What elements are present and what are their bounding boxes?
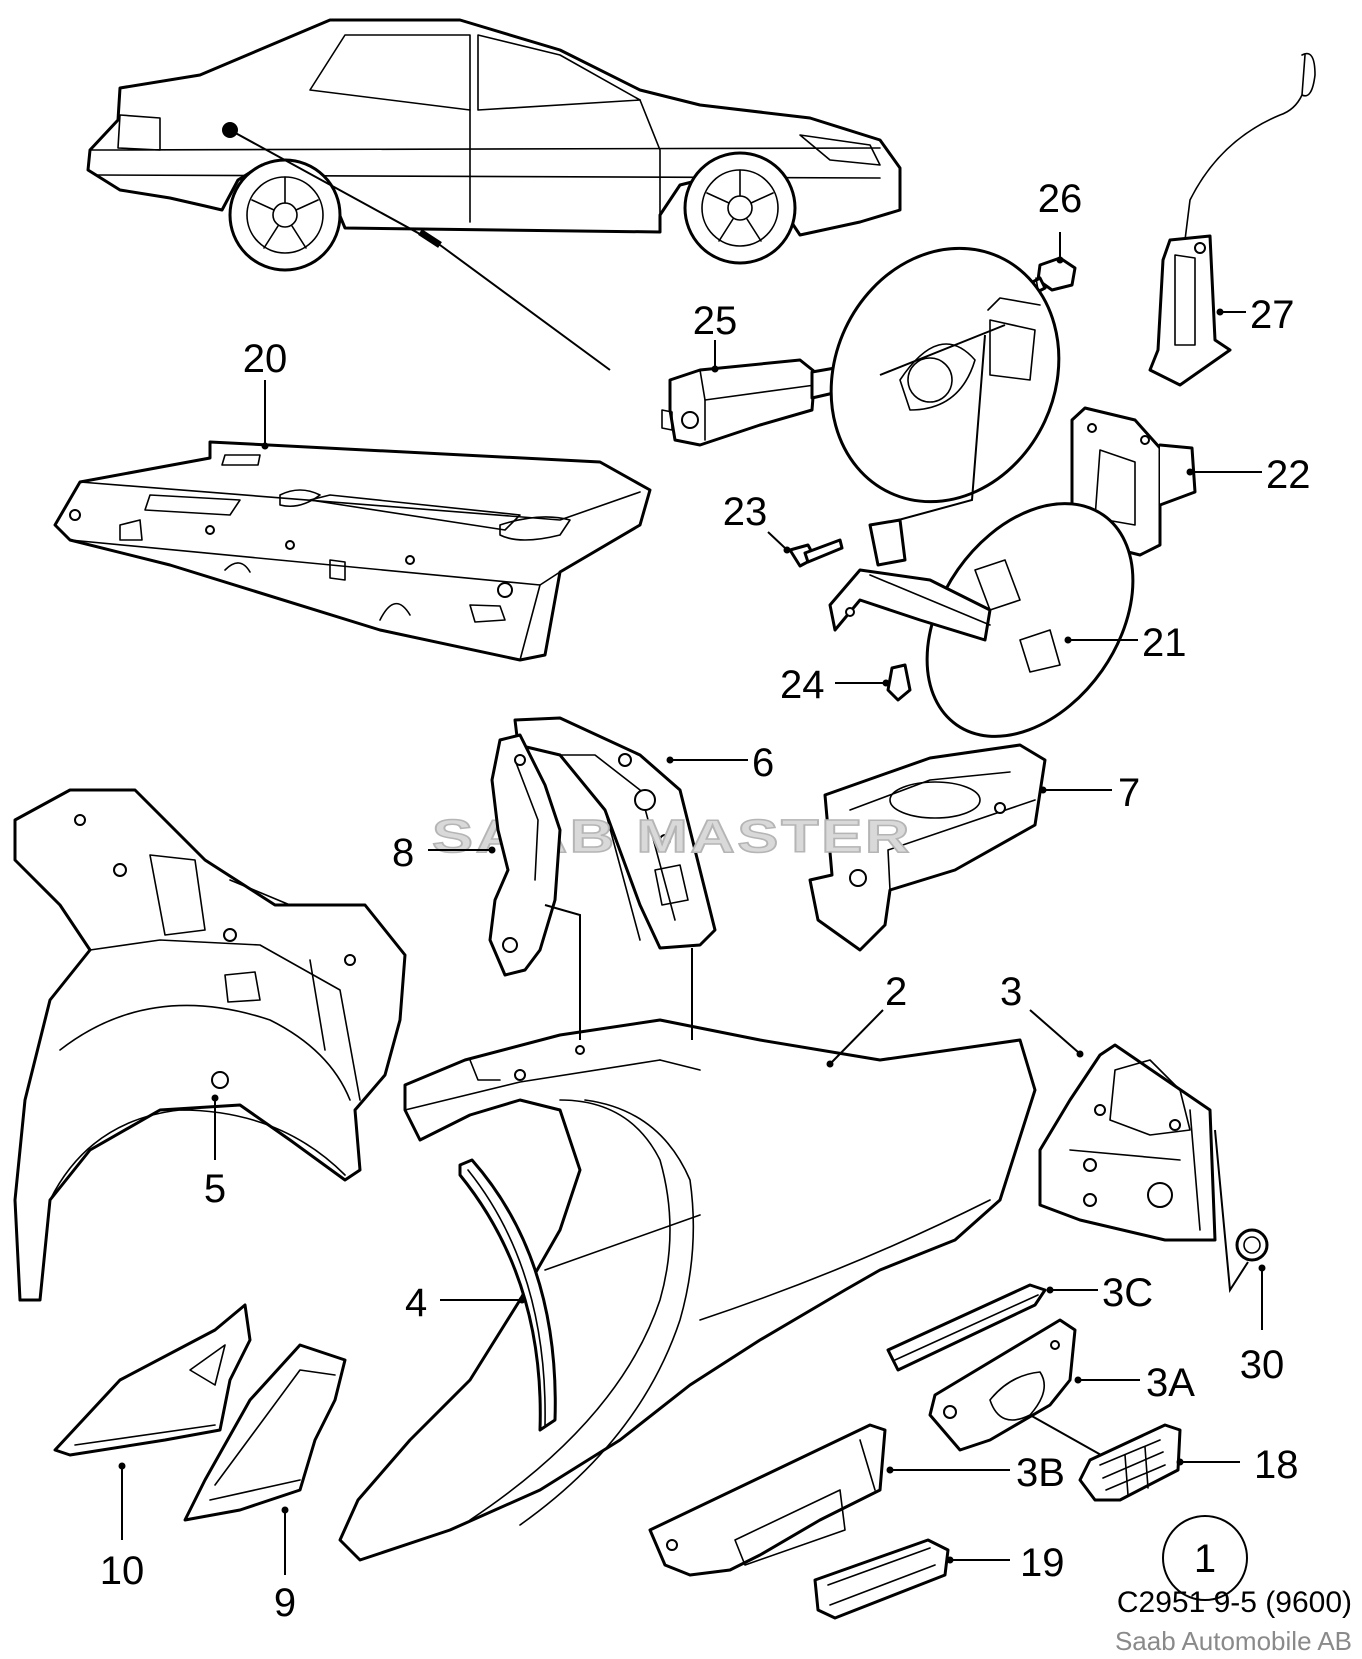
callout-21: 21 [1142, 621, 1187, 665]
part-10-panel [53, 1303, 252, 1457]
callout-26: 26 [1038, 177, 1083, 221]
part-fuel-filler-housing [829, 246, 1061, 526]
callout-20: 20 [243, 337, 288, 381]
sheet-number-circle [1162, 1515, 1248, 1601]
part-4-arch-strip [458, 1158, 557, 1432]
callout-10: 10 [100, 1549, 145, 1593]
part-3C-strip [886, 1283, 1047, 1372]
callout-19: 19 [1020, 1541, 1065, 1585]
part-3A-plate [928, 1318, 1111, 1461]
part-3B-lower-panel [648, 1423, 887, 1577]
part-24-clip [886, 663, 912, 702]
callout-3: 3 [1000, 970, 1022, 1014]
callout-3B: 3B [1016, 1451, 1065, 1495]
callout-27: 27 [1250, 293, 1295, 337]
callout-labels: 26 27 25 20 22 23 21 24 6 7 8 2 3 5 4 3C… [100, 177, 1311, 1625]
leader-lines [118, 232, 1266, 1575]
callout-6: 6 [752, 741, 774, 785]
part-25-actuator [661, 358, 840, 447]
part-9-panel [183, 1343, 347, 1522]
part-8-bracket [488, 733, 562, 977]
sheet-number: 1 [1194, 1537, 1216, 1581]
part-7-bracket [808, 743, 1047, 952]
callout-9: 9 [274, 1581, 296, 1625]
part-23-screw [788, 538, 844, 568]
part-21-filler-door [828, 502, 1135, 738]
callout-3C: 3C [1102, 1271, 1153, 1315]
callout-24: 24 [780, 663, 825, 707]
callout-4: 4 [405, 1281, 427, 1325]
part-5-wheel-house [13, 788, 407, 1302]
callout-23: 23 [723, 490, 768, 534]
copyright-notice: Saab Automobile AB [1115, 1626, 1352, 1656]
callout-30: 30 [1240, 1343, 1285, 1387]
part-6-c-pillar [513, 716, 717, 950]
part-27-cable-release [1148, 52, 1316, 387]
callout-18: 18 [1254, 1443, 1299, 1487]
sheet-number-badge: 1 [1162, 1515, 1248, 1601]
part-2-quarter-panel [338, 1018, 1037, 1562]
diagram-code: C2951 9-5 (9600) [1117, 1586, 1352, 1619]
car-overview-illustration [86, 18, 902, 371]
part-19-pad [813, 1538, 950, 1620]
callout-8: 8 [392, 831, 414, 875]
part-3-corner-panel [1038, 1043, 1217, 1242]
callout-5: 5 [204, 1167, 226, 1211]
part-30-plug [1214, 1129, 1269, 1293]
callout-2: 2 [885, 970, 907, 1014]
callout-3A: 3A [1146, 1361, 1195, 1405]
callout-25: 25 [693, 299, 738, 343]
part-18-grille [1078, 1423, 1182, 1502]
part-20-rear-shelf [53, 440, 652, 662]
callout-22: 22 [1266, 453, 1311, 497]
callout-7: 7 [1118, 771, 1140, 815]
